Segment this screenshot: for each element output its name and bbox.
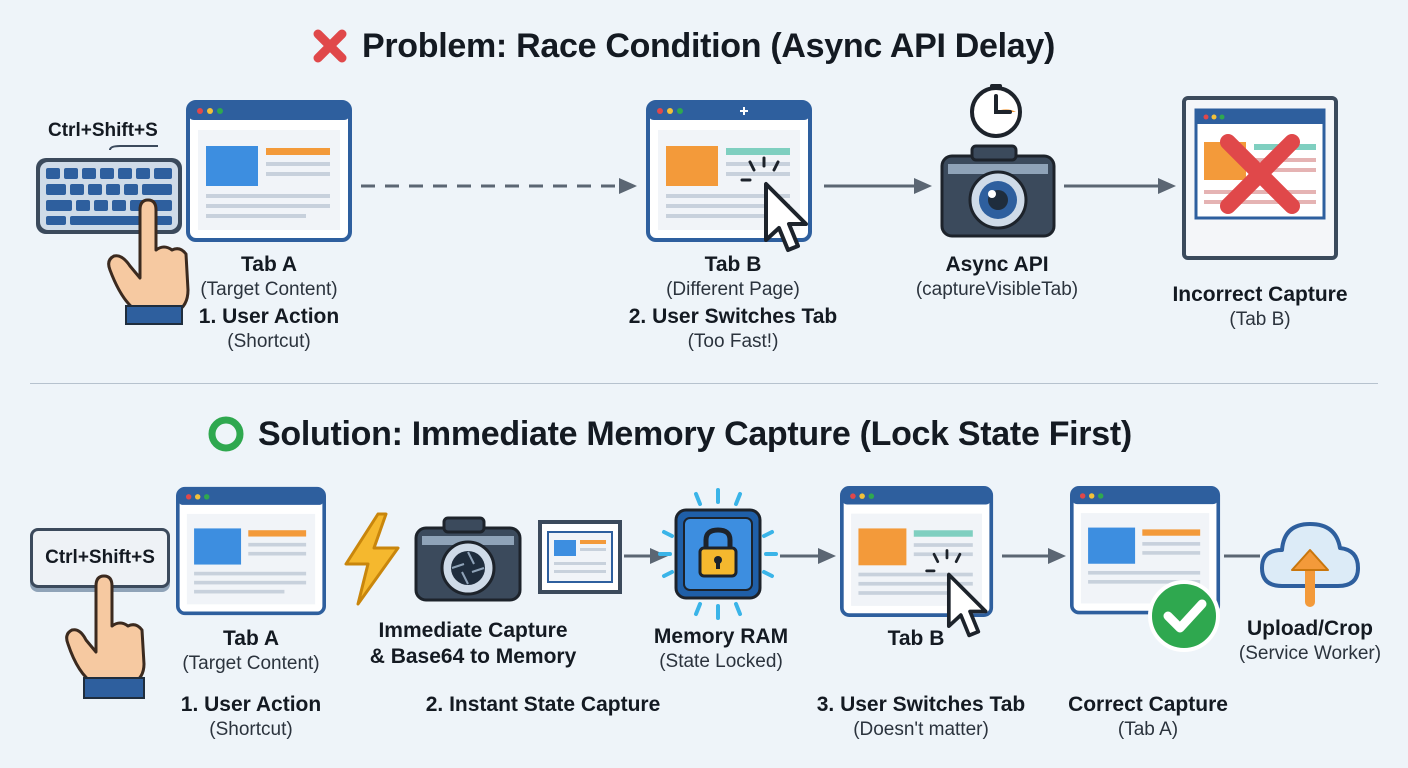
solution-capture-line2: & Base64 to Memory [369,645,577,668]
solution-title: Solution: Immediate Memory Capture (Lock… [206,414,1132,454]
safe-lock-icon [658,488,778,620]
problem-result-desc: (Tab B) [1229,309,1291,330]
lightning-icon [344,512,400,606]
solution-result-label: Correct Capture (Tab A) [1048,692,1248,742]
camera-icon [414,516,522,602]
check-badge-icon [1148,580,1220,652]
arrow-to-async [824,178,932,194]
solution-shortcut-label: Ctrl+Shift+S [45,547,155,568]
problem-tab-b-desc: (Different Page) [666,279,800,300]
problem-tab-b-browser-window-icon [646,100,812,252]
solution-upload-label: Upload/Crop (Service Worker) [1220,616,1400,666]
problem-step1-label: 1. User Action (Shortcut) [169,304,369,354]
problem-async-label: Async API (captureVisibleTab) [897,252,1097,302]
problem-step2-name: 2. User Switches Tab [628,305,838,328]
solution-title-text: Solution: Immediate Memory Capture (Lock… [258,414,1132,453]
arrow-to-tab-b [780,548,836,564]
cursor-click-icon [740,156,808,252]
problem-step1-name: 1. User Action [198,305,340,328]
solution-tab-a-browser-window-icon [176,486,326,616]
solution-tab-a-name: Tab A [223,627,279,650]
pointing-hand-icon [107,198,190,325]
solution-upload-name: Upload/Crop [1247,617,1373,640]
arrow-to-memory [624,548,668,564]
cloud-upload-icon [1260,522,1360,607]
solution-result-desc: (Tab A) [1117,719,1179,740]
solution-memory-name: Memory RAM [653,625,789,648]
problem-result-name: Incorrect Capture [1172,283,1348,306]
problem-tab-a-label: Tab A (Target Content) [189,252,349,302]
problem-title: Problem: Race Condition (Async API Delay… [310,26,1055,66]
clock-icon [970,84,1022,138]
solution-capture-label: Immediate Capture & Base64 to Memory [355,618,591,670]
solution-tab-a-label: Tab A (Target Content) [171,626,331,676]
correct-capture-icon [1070,486,1221,652]
arrow-to-incorrect [1064,178,1176,194]
connector-to-upload [1224,554,1260,558]
problem-tab-a-name: Tab A [241,253,297,276]
arrow-to-correct [1002,548,1066,564]
solution-step3-name: 3. User Switches Tab [816,693,1026,716]
captured-image-icon [538,520,622,594]
solution-memory-desc: (State Locked) [659,651,783,672]
problem-step1-desc: (Shortcut) [227,331,311,352]
problem-async-desc: (captureVisibleTab) [915,279,1079,300]
solution-tab-b-label: Tab B [836,626,996,651]
problem-result-label: Incorrect Capture (Tab B) [1160,282,1360,332]
solution-step3-desc: (Doesn't matter) [853,719,989,740]
keyboard-icon [36,145,190,325]
problem-tab-b-name: Tab B [704,253,762,276]
solution-step2-label: 2. Instant State Capture [403,692,683,717]
incorrect-capture-icon [1182,96,1338,260]
solution-upload-desc: (Service Worker) [1238,643,1382,664]
dashed-arrow [361,178,637,194]
solution-step3-label: 3. User Switches Tab (Doesn't matter) [801,692,1041,742]
problem-async-name: Async API [945,253,1049,276]
problem-tab-a-desc: (Target Content) [200,279,338,300]
problem-tab-b-label: Tab B (Different Page) [648,252,818,302]
problem-tab-a-browser-window-icon [186,100,352,242]
solution-memory-label: Memory RAM (State Locked) [621,624,821,674]
cursor-click-icon [925,549,988,638]
solution-step2-name: 2. Instant State Capture [425,693,661,716]
solution-step1-name: 1. User Action [180,693,322,716]
circle-icon [208,416,244,452]
problem-step2-desc: (Too Fast!) [687,331,779,352]
problem-step2-label: 2. User Switches Tab (Too Fast!) [613,304,853,354]
solution-capture-line1: Immediate Capture [378,619,568,642]
section-divider [30,383,1378,384]
solution-step1-desc: (Shortcut) [209,719,293,740]
solution-step1-label: 1. User Action (Shortcut) [151,692,351,742]
solution-tab-a-desc: (Target Content) [182,653,320,674]
solution-tab-b-name: Tab B [887,627,945,650]
problem-title-text: Problem: Race Condition (Async API Delay… [362,26,1056,65]
pointing-hand-icon [65,574,146,699]
async-api-group [940,84,1056,238]
cross-mark-icon [313,29,347,63]
camera-icon [940,144,1056,238]
solution-tab-b-browser-window-icon [840,486,994,638]
solution-result-name: Correct Capture [1068,693,1228,716]
problem-shortcut-label: Ctrl+Shift+S [48,120,158,141]
